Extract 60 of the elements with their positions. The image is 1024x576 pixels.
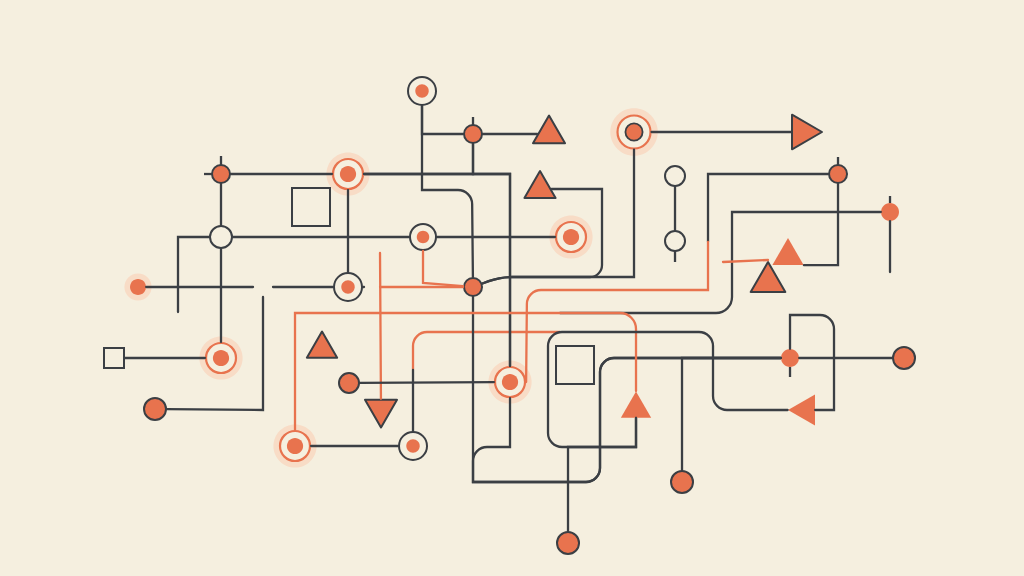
connector — [481, 148, 636, 285]
triangle — [772, 238, 804, 265]
connector — [271, 285, 335, 289]
dot — [881, 203, 899, 221]
dot — [781, 349, 799, 367]
square — [103, 347, 125, 369]
connector — [358, 380, 496, 385]
triangle — [620, 391, 652, 418]
connector — [673, 185, 677, 232]
connector — [481, 132, 539, 136]
connector — [680, 356, 782, 472]
connector — [802, 182, 840, 267]
triangle — [305, 330, 339, 359]
dot — [124, 273, 152, 301]
connector — [411, 368, 415, 433]
connector — [421, 249, 465, 288]
connector — [219, 247, 223, 344]
connector — [309, 444, 400, 448]
ringed-dot — [407, 76, 437, 106]
connector — [524, 240, 710, 384]
ringed-dot — [398, 431, 428, 461]
connector — [721, 258, 770, 264]
connector — [798, 356, 894, 360]
ringed-dot — [610, 108, 658, 156]
connector — [546, 330, 789, 449]
connector — [229, 172, 334, 176]
ringed-dot — [199, 336, 243, 380]
connector — [420, 104, 465, 136]
ringed-dot — [273, 424, 317, 468]
square — [291, 187, 331, 227]
connector — [145, 285, 255, 289]
connector — [788, 313, 836, 412]
connector — [361, 285, 366, 289]
connector — [566, 416, 638, 533]
triangle — [791, 113, 823, 151]
triangle — [788, 394, 815, 426]
connector — [176, 235, 211, 314]
connector — [231, 235, 411, 239]
triangle — [523, 170, 557, 199]
connector — [888, 220, 892, 274]
connector — [378, 285, 465, 289]
dot — [556, 531, 580, 555]
triangle — [749, 261, 787, 293]
ringed-dot — [549, 215, 593, 259]
connector — [293, 311, 638, 432]
triangle — [364, 398, 399, 429]
connector — [123, 356, 207, 360]
connector — [362, 172, 512, 368]
connector — [650, 130, 793, 134]
connector — [219, 182, 223, 227]
ringed-dot — [488, 360, 532, 404]
connector — [706, 172, 830, 244]
square — [555, 345, 595, 385]
connector — [346, 188, 350, 274]
connector — [165, 295, 265, 412]
triangle — [532, 114, 567, 145]
ringed-dot — [326, 152, 370, 196]
connector — [435, 235, 557, 239]
connector — [378, 251, 383, 400]
ringed-dot — [333, 272, 363, 302]
